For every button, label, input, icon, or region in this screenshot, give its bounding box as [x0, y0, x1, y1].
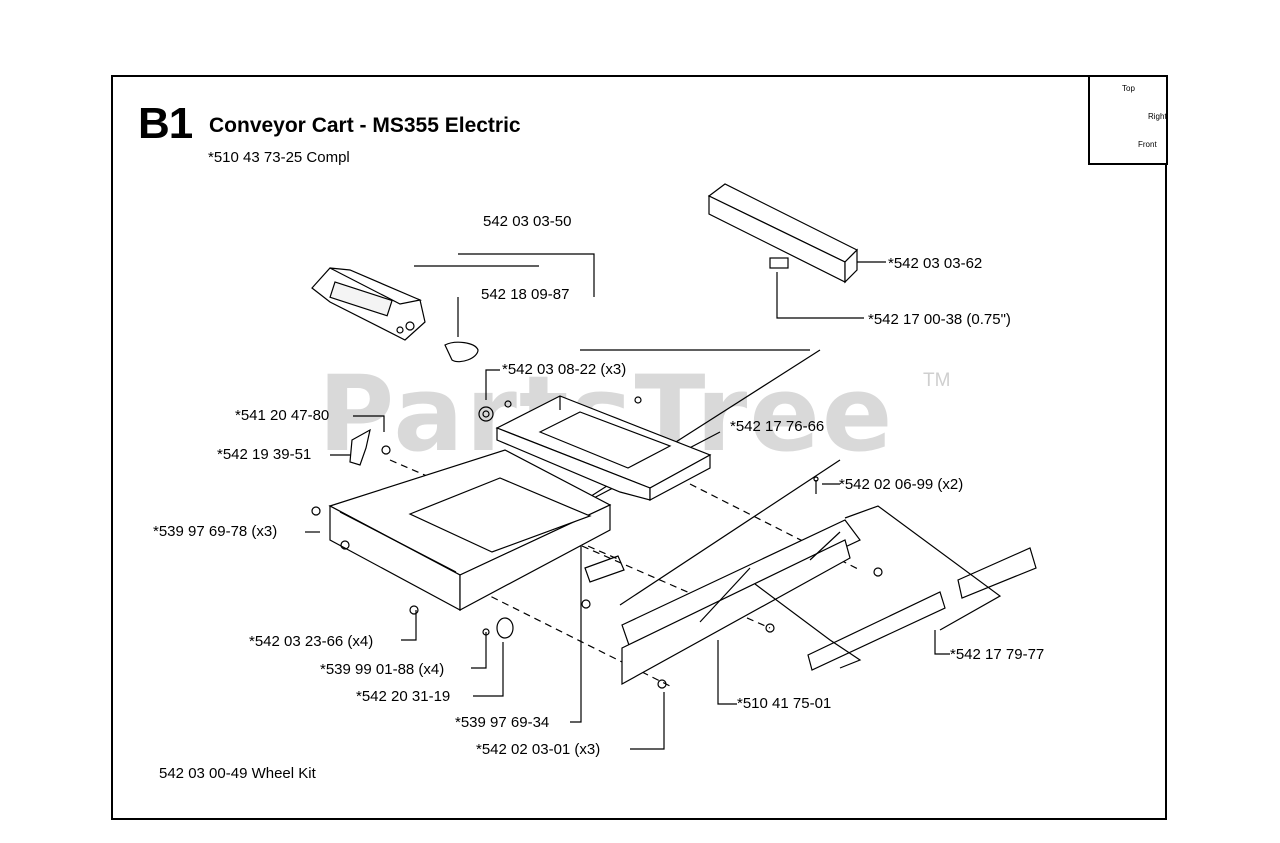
compass-label-right: Right: [1148, 112, 1167, 121]
part-callout[interactable]: *542 02 06-99 (x2): [839, 476, 964, 493]
part-callout[interactable]: *542 20 31-19: [356, 688, 451, 705]
upper-bar-part: [707, 183, 859, 284]
part-callout[interactable]: *510 41 75-01: [737, 695, 832, 712]
section-label: B1: [138, 99, 193, 148]
part-callout[interactable]: *542 03 03-62: [888, 255, 983, 272]
part-callout[interactable]: *542 19 39-51: [217, 446, 312, 463]
part-callout[interactable]: *542 02 03-01 (x3): [476, 741, 601, 758]
part-callout[interactable]: *542 03 08-22 (x3): [502, 361, 627, 378]
bracket-parts: [349, 396, 819, 639]
rear-tray-part: [495, 395, 712, 501]
compass-label-front: Front: [1138, 140, 1157, 149]
part-callout[interactable]: 542 18 09-87: [481, 286, 570, 303]
part-callout[interactable]: *539 99 01-88 (x4): [320, 661, 445, 678]
assembly-number: *510 43 73-25 Compl: [208, 149, 350, 166]
handle-part: [311, 267, 479, 363]
orientation-box: [1088, 75, 1168, 165]
part-callout[interactable]: *542 17 79-77: [950, 646, 1045, 663]
compass-label-top: Top: [1122, 84, 1135, 93]
part-callout[interactable]: *542 17 76-66: [730, 418, 825, 435]
diagram-frame: [111, 75, 1167, 820]
main-cart-body: [311, 449, 612, 612]
watermark-trademark: TM: [923, 370, 951, 391]
part-callout[interactable]: *542 17 00-38 (0.75"): [868, 311, 1011, 328]
part-callout[interactable]: *539 97 69-78 (x3): [153, 523, 278, 540]
part-callout[interactable]: *542 03 23-66 (x4): [249, 633, 374, 650]
wheel-kit-note: 542 03 00-49 Wheel Kit: [159, 765, 316, 782]
rail-parts: [581, 505, 1037, 689]
part-callout[interactable]: 542 03 03-50: [483, 213, 572, 230]
part-callout[interactable]: *539 97 69-34: [455, 714, 550, 731]
page-title: Conveyor Cart - MS355 Electric: [209, 114, 521, 137]
part-callout[interactable]: *541 20 47-80: [235, 407, 330, 424]
